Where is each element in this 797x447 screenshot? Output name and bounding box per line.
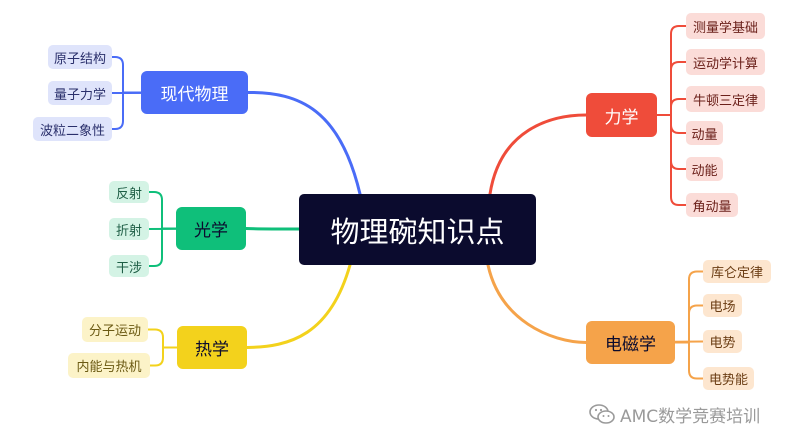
leaf-mechanics-4-label: 动能 [691, 163, 718, 179]
leaf-mechanics-3-label: 动量 [691, 127, 718, 143]
leaf-mechanics-3[interactable]: 动量 [686, 121, 723, 145]
leaf-mechanics-1[interactable]: 运动学计算 [686, 49, 765, 75]
leaf-connector-mechanics-1 [585, 61, 687, 116]
leaf-mechanics-0-label: 测量学基础 [692, 20, 758, 36]
leaf-thermo-0-label: 分子运动 [88, 324, 141, 339]
branch-modern-label: 现代物理 [160, 85, 229, 105]
leaf-modern-2-label: 波粒二象性 [39, 123, 105, 139]
leaf-mechanics-2[interactable]: 牛顿三定律 [686, 86, 765, 112]
leaf-thermo-1-label: 内能与热机 [76, 360, 142, 375]
leaf-connector-em-3 [585, 341, 704, 380]
leaf-optics-2-label: 干涉 [115, 260, 142, 276]
leaf-optics-0-label: 反射 [115, 186, 142, 202]
leaf-em-1[interactable]: 电场 [703, 294, 742, 317]
connector-optics [244, 227, 301, 231]
leaf-modern-0[interactable]: 原子结构 [48, 45, 112, 69]
leaf-em-3[interactable]: 电势能 [703, 367, 754, 390]
leaf-connector-thermo-1 [149, 346, 248, 367]
leaf-connector-optics-0 [148, 191, 247, 230]
watermark-text: AMC数学竞赛培训 [620, 406, 761, 427]
leaf-connector-mechanics-2 [585, 98, 687, 116]
leaf-em-2[interactable]: 电势 [703, 330, 742, 353]
branch-mechanics-label: 力学 [604, 107, 639, 128]
leaf-optics-1[interactable]: 折射 [109, 218, 149, 240]
branch-modern[interactable]: 现代物理 [141, 71, 248, 114]
center-topic-label: 物理碗知识点 [330, 214, 505, 249]
leaf-em-3-label: 电势能 [708, 373, 748, 388]
leaf-connector-em-0 [585, 270, 704, 344]
leaf-modern-1[interactable]: 量子力学 [48, 81, 112, 105]
leaf-optics-0[interactable]: 反射 [109, 181, 149, 203]
center-topic[interactable]: 物理碗知识点 [299, 194, 536, 265]
branch-thermo[interactable]: 热学 [177, 326, 247, 369]
leaf-em-0[interactable]: 库仑定律 [703, 260, 771, 283]
connector-modern [246, 90, 362, 196]
branch-mechanics[interactable]: 力学 [586, 93, 657, 137]
branch-em[interactable]: 电磁学 [586, 321, 675, 364]
leaf-mechanics-2-label: 牛顿三定律 [692, 93, 758, 109]
leaf-mechanics-4[interactable]: 动能 [686, 157, 723, 181]
connector-em [486, 263, 588, 344]
leaf-connector-modern-0 [111, 56, 249, 94]
branch-em-label: 电磁学 [605, 335, 656, 355]
wechat-icon [589, 404, 615, 424]
connector-mechanics [488, 113, 588, 196]
connector-thermo [245, 263, 352, 349]
leaf-mechanics-1-label: 运动学计算 [692, 56, 758, 72]
leaf-connector-mechanics-5 [585, 114, 687, 206]
leaf-em-0-label: 库仑定律 [710, 266, 763, 281]
leaf-optics-2[interactable]: 干涉 [109, 255, 149, 277]
leaf-mechanics-0[interactable]: 测量学基础 [686, 13, 765, 39]
leaf-connector-optics-2 [148, 227, 247, 267]
leaf-modern-0-label: 原子结构 [53, 51, 106, 67]
leaf-modern-1-label: 量子力学 [53, 87, 106, 103]
leaf-thermo-1[interactable]: 内能与热机 [68, 353, 150, 378]
leaf-mechanics-5[interactable]: 角动量 [686, 193, 738, 217]
leaf-modern-2[interactable]: 波粒二象性 [33, 117, 112, 141]
leaf-thermo-0[interactable]: 分子运动 [82, 317, 148, 342]
leaf-em-2-label: 电势 [709, 336, 736, 351]
branch-optics[interactable]: 光学 [176, 207, 246, 250]
leaf-mechanics-5-label: 角动量 [692, 199, 732, 215]
leaf-connector-mechanics-0 [585, 25, 687, 116]
watermark: AMC数学竞赛培训 [588, 401, 793, 427]
leaf-em-1-label: 电场 [709, 300, 736, 315]
leaf-connector-em-1 [585, 304, 704, 344]
branch-optics-label: 光学 [194, 221, 228, 241]
leaf-connector-thermo-0 [147, 328, 248, 349]
branch-thermo-label: 热学 [195, 340, 229, 360]
leaf-connector-modern-2 [111, 91, 249, 130]
leaf-optics-1-label: 折射 [115, 223, 142, 239]
